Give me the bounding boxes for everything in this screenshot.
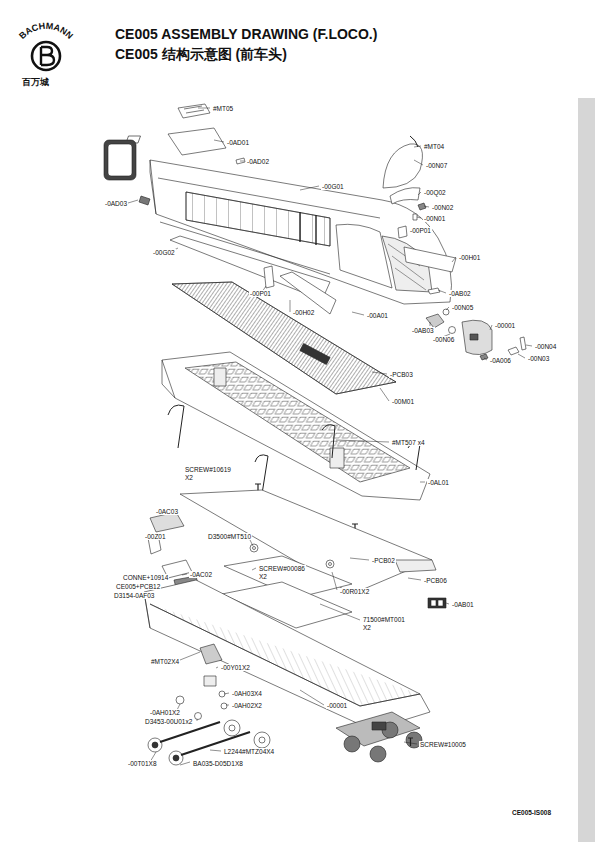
callout-number: -00N02: [431, 204, 454, 211]
callout-number: -00001: [494, 322, 516, 329]
callout-number: -0AD02: [246, 158, 270, 165]
callout-number: -00T01X8: [127, 760, 158, 767]
callout-number: D3500#MT510: [207, 533, 252, 540]
callout-number: -00P01: [409, 227, 432, 234]
callout-number: X2: [362, 624, 372, 631]
callout-number: -00M01: [391, 398, 415, 405]
callout-number: CONNE+10914: [122, 574, 169, 581]
callout-number: -0AC03: [155, 508, 179, 515]
callout-number: -00A01: [366, 312, 389, 319]
callout-number: -00G02: [152, 249, 176, 256]
callout-number: -00001: [326, 702, 348, 709]
callout-number: -00N04: [534, 343, 557, 350]
callout-number: SCREW#10005: [419, 741, 467, 748]
callout-number: BA035-D05D1X8: [192, 760, 244, 767]
drawing-title: CE005 ASSEMBLY DRAWING (F.LOCO.): [115, 26, 377, 42]
callout-number: -0AH03X4: [231, 690, 263, 697]
callout-number: -00R01X2: [339, 588, 370, 595]
callout-number: #MT04: [423, 143, 445, 150]
callout-number: -0AB02: [448, 290, 472, 297]
brand-chinese: 百万城: [22, 76, 49, 89]
callout-number: -00N03: [527, 355, 550, 362]
callout-number: -0AD01: [226, 139, 250, 146]
callout-number: #MT507 x4: [391, 439, 426, 446]
callout-number: SCREW#00086: [258, 565, 306, 572]
callout-number: -00Q02: [423, 189, 447, 196]
callout-number: -0AB03: [411, 327, 435, 334]
callout-number: -PCB03: [389, 371, 414, 378]
callout-number: #MT02X4: [150, 658, 180, 665]
callout-number: 71500#MT001: [362, 616, 406, 623]
callout-number: -PCB02: [371, 557, 396, 564]
callout-number: -0AD03: [104, 200, 128, 207]
callout-number: -00Y01X2: [220, 664, 251, 671]
callout-number: X2: [258, 573, 268, 580]
drawing-subtitle: CE005 结构示意图 (前车头): [115, 46, 287, 62]
callout-number: CE005+PCB12: [115, 583, 161, 590]
callout-number: L2244#MTZ04X4: [223, 748, 275, 755]
brand-name: BACHMANN: [17, 21, 75, 41]
callout-number: -0AH01X2: [149, 709, 181, 716]
callout-number: -00N01: [423, 215, 446, 222]
drawing-number: CE005-IS008: [511, 809, 552, 816]
callout-number: #MT05: [212, 105, 234, 112]
callout-number: -0AL01: [427, 479, 450, 486]
callout-number: -00N07: [425, 162, 448, 169]
callout-number: -00N06: [432, 336, 455, 343]
callout-number: D3154-0AF03: [113, 592, 155, 599]
callout-number: X2: [184, 474, 194, 481]
callout-number: -00P01: [249, 290, 272, 297]
callout-number: -PCB06: [423, 577, 448, 584]
callout-number: -00H01: [458, 254, 481, 261]
callout-number: -00H02: [292, 309, 315, 316]
callout-number: -00N05: [451, 304, 474, 311]
callout-number: -00G01: [321, 183, 345, 190]
callout-number: D3453-00U01x2: [144, 718, 193, 725]
callout-number: SCREW#10619: [184, 466, 232, 473]
callout-number: -0AH02X2: [231, 702, 263, 709]
callout-number: -00Z01: [144, 533, 167, 540]
callout-number: -0A006: [489, 357, 512, 364]
callout-number: -0AC02: [189, 571, 213, 578]
callout-number: -0AB01: [451, 601, 475, 608]
